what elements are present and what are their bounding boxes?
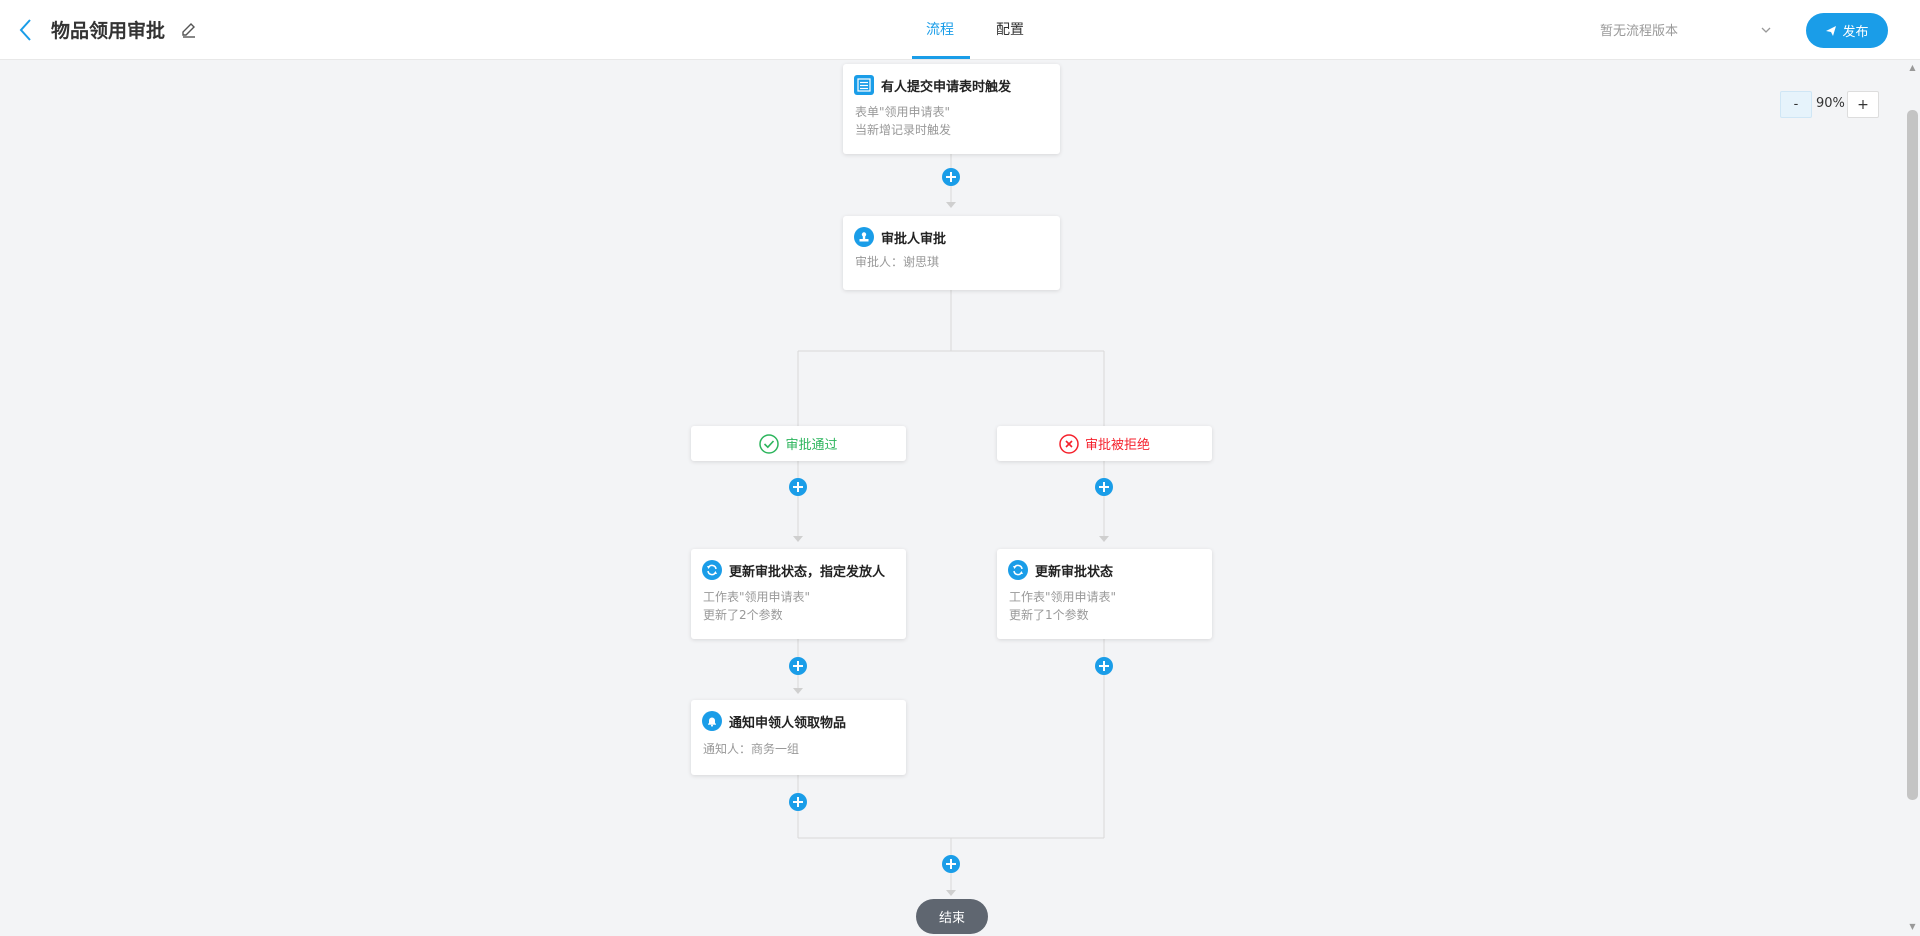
page-title: 物品领用审批 (51, 20, 166, 42)
notify-node-header: 通知申领人领取物品 (702, 711, 846, 731)
tab-config[interactable]: 配置 (996, 22, 1024, 38)
end-node: 结束 (916, 899, 988, 934)
branch-rejected[interactable]: 审批被拒绝 (997, 426, 1212, 461)
branch-approved[interactable]: 审批通过 (691, 426, 906, 461)
update-reject-desc-params: 更新了1个参数 (1009, 608, 1089, 622)
scrollbar-thumb[interactable] (1907, 110, 1918, 800)
approver-title: 审批人审批 (881, 231, 947, 247)
zoom-level: 90% (1816, 96, 1845, 111)
update-status-pass-node[interactable]: 更新审批状态，指定发放人 工作表"领用申请表" 更新了2个参数 (691, 549, 906, 639)
trigger-node[interactable]: 有人提交申请表时触发 表单"领用申请表" 当新增记录时触发 (843, 64, 1060, 154)
stamp-icon (854, 227, 874, 247)
notify-desc: 通知人：商务一组 (703, 742, 800, 756)
trigger-title: 有人提交申请表时触发 (881, 79, 1012, 95)
update-pass-header: 更新审批状态，指定发放人 (702, 560, 885, 580)
update-pass-title: 更新审批状态，指定发放人 (729, 564, 886, 580)
chevron-down-icon (1761, 27, 1771, 33)
active-tab-underline (912, 56, 970, 59)
update-reject-header: 更新审批状态 (1008, 560, 1113, 580)
publish-label: 发布 (1842, 25, 1869, 40)
publish-button[interactable]: 发布 (1806, 13, 1888, 48)
tab-flow[interactable]: 流程 (926, 22, 954, 38)
update-status-reject-node[interactable]: 更新审批状态 工作表"领用申请表" 更新了1个参数 (997, 549, 1212, 639)
zoom-in-button[interactable]: + (1847, 91, 1879, 118)
add-step-button[interactable] (942, 168, 960, 186)
add-step-button[interactable] (789, 793, 807, 811)
zoom-out-button[interactable]: - (1780, 91, 1812, 118)
version-select-value: 暂无流程版本 (1600, 24, 1679, 39)
update-reject-title: 更新审批状态 (1035, 564, 1114, 580)
trigger-desc-event: 当新增记录时触发 (855, 123, 952, 137)
branch-rejected-label: 审批被拒绝 (1084, 438, 1150, 453)
back-arrow-icon[interactable] (16, 16, 36, 44)
trigger-node-header: 有人提交申请表时触发 (854, 75, 1011, 95)
add-step-button[interactable] (1095, 478, 1113, 496)
top-bar: 物品领用审批 流程 配置 暂无流程版本 发布 (0, 0, 1920, 60)
update-reject-desc-sheet: 工作表"领用申请表" (1009, 590, 1117, 604)
trigger-desc-form: 表单"领用申请表" (855, 105, 951, 119)
branch-approved-label: 审批通过 (785, 438, 838, 453)
notify-node[interactable]: 通知申领人领取物品 通知人：商务一组 (691, 700, 906, 775)
edit-pencil-icon[interactable] (180, 21, 198, 39)
add-step-button[interactable] (942, 855, 960, 873)
approver-node[interactable]: 审批人审批 审批人：谢思琪 (843, 216, 1060, 290)
update-pass-desc-params: 更新了2个参数 (703, 608, 783, 622)
scroll-down-arrow-icon[interactable]: ▼ (1909, 922, 1916, 931)
add-step-button[interactable] (789, 478, 807, 496)
approver-desc: 审批人：谢思琪 (855, 255, 940, 269)
form-list-icon (854, 75, 874, 95)
notify-title: 通知申领人领取物品 (729, 715, 847, 731)
update-pass-desc-sheet: 工作表"领用申请表" (703, 590, 811, 604)
close-circle-icon (1059, 433, 1079, 454)
scroll-up-arrow-icon[interactable]: ▲ (1909, 63, 1916, 72)
bell-icon (702, 711, 722, 731)
version-select[interactable]: 暂无流程版本 (1600, 18, 1772, 42)
refresh-icon (1008, 560, 1028, 580)
add-step-button[interactable] (1095, 657, 1113, 675)
refresh-icon (702, 560, 722, 580)
send-icon (1826, 25, 1837, 36)
approver-node-header: 审批人审批 (854, 227, 946, 247)
check-circle-icon (759, 433, 780, 454)
add-step-button[interactable] (789, 657, 807, 675)
